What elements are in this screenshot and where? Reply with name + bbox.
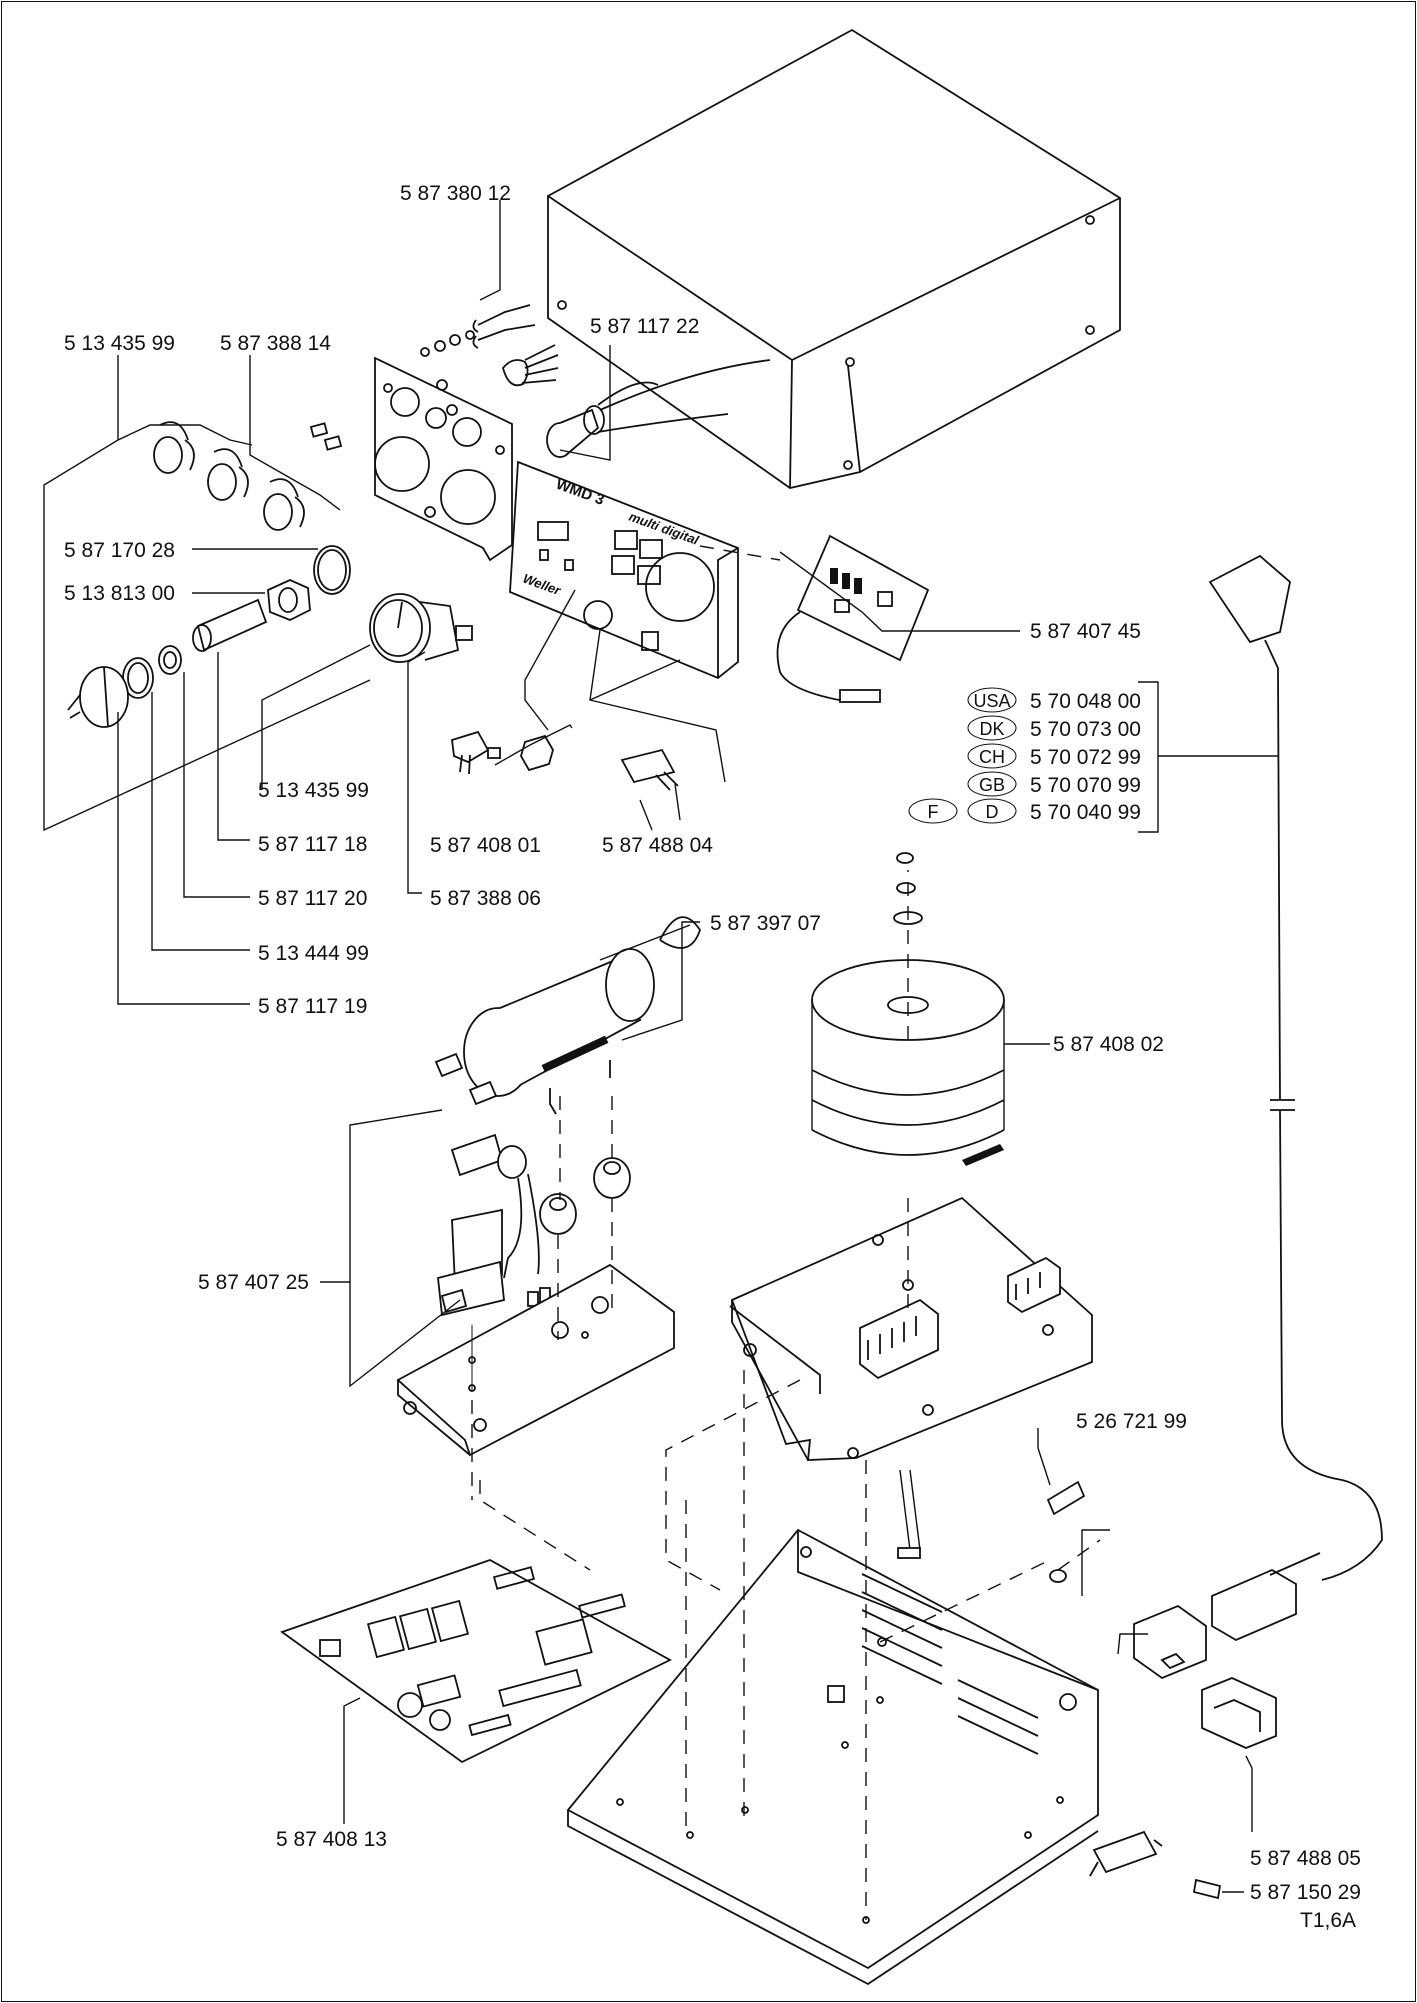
label-5-87-170-28: 5 87 170 28 bbox=[64, 539, 175, 562]
connector-plugs bbox=[472, 304, 559, 387]
adjuster-stack bbox=[67, 545, 351, 728]
front-panel: WMD 3 multi digital Weller bbox=[509, 460, 739, 680]
bezel-screws bbox=[309, 330, 475, 451]
base-chassis bbox=[566, 1528, 1099, 1986]
cord-row-usa: USA 5 70 048 00 bbox=[967, 687, 1141, 713]
label-5-13-444-99: 5 13 444 99 bbox=[258, 942, 369, 965]
label-5-87-408-02: 5 87 408 02 bbox=[1053, 1033, 1164, 1056]
terminal-block-large bbox=[859, 1298, 939, 1380]
assembly-guides bbox=[471, 545, 1101, 1920]
label-5-26-721-99: 5 26 721 99 bbox=[1076, 1410, 1187, 1433]
label-5-87-150-29: 5 87 150 29 bbox=[1250, 1881, 1361, 1904]
fuse bbox=[1192, 1878, 1222, 1900]
housing-cover bbox=[547, 28, 1121, 489]
cord-bracket bbox=[1138, 681, 1159, 833]
cord-variants: USA 5 70 048 00 DK 5 70 073 00 CH 5 70 0… bbox=[908, 687, 1141, 824]
front-bezel bbox=[374, 356, 513, 562]
cord-code-d: D bbox=[986, 802, 999, 822]
cord-row-gb: GB 5 70 070 99 bbox=[967, 771, 1141, 797]
label-5-87-117-19: 5 87 117 19 bbox=[258, 995, 367, 1018]
cord-row-dk: DK 5 70 073 00 bbox=[967, 715, 1141, 741]
label-5-87-407-45: 5 87 407 45 bbox=[1030, 620, 1141, 643]
label-5-13-435-99-top: 5 13 435 99 bbox=[64, 332, 175, 355]
power-cord bbox=[1208, 554, 1383, 1642]
pump-bracket bbox=[396, 1263, 675, 1457]
pressure-gauge bbox=[369, 593, 473, 663]
label-5-87-408-01: 5 87 408 01 bbox=[430, 834, 541, 857]
label-5-87-488-04: 5 87 488 04 bbox=[602, 834, 713, 857]
solenoid-valve bbox=[437, 1133, 551, 1317]
cord-number-f-d: 5 70 040 99 bbox=[1030, 801, 1141, 824]
cord-number-dk: 5 70 073 00 bbox=[1030, 718, 1141, 741]
rocker-switch bbox=[620, 748, 679, 791]
pipe-fitting bbox=[546, 359, 771, 458]
label-5-87-117-22: 5 87 117 22 bbox=[590, 315, 699, 338]
bushings bbox=[153, 421, 305, 531]
label-5-87-388-06: 5 87 388 06 bbox=[430, 887, 541, 910]
label-5-87-407-25: 5 87 407 25 bbox=[198, 1271, 309, 1294]
label-5-13-435-99-bottom: 5 13 435 99 bbox=[258, 779, 369, 802]
long-bolt bbox=[897, 1469, 921, 1559]
label-5-13-813-00: 5 13 813 00 bbox=[64, 582, 175, 605]
cord-code-usa: USA bbox=[973, 691, 1010, 711]
potentiometer bbox=[451, 730, 554, 775]
cord-code-f: F bbox=[928, 802, 939, 822]
leader-lines bbox=[43, 200, 1253, 1893]
label-5-87-380-12: 5 87 380 12 bbox=[400, 182, 511, 205]
pump-assembly bbox=[434, 916, 701, 1115]
strain-relief bbox=[1046, 1480, 1086, 1583]
cord-code-dk: DK bbox=[979, 719, 1004, 739]
cord-number-gb: 5 70 070 99 bbox=[1030, 774, 1141, 797]
label-5-87-397-07: 5 87 397 07 bbox=[710, 912, 821, 935]
cord-code-gb: GB bbox=[979, 775, 1005, 795]
cord-row-ch: CH 5 70 072 99 bbox=[967, 743, 1141, 769]
label-5-87-388-14: 5 87 388 14 bbox=[220, 332, 331, 355]
bottom-switch bbox=[1089, 1830, 1163, 1877]
label-5-87-488-05: 5 87 488 05 bbox=[1250, 1847, 1361, 1870]
cord-row-f-d: F D 5 70 040 99 bbox=[908, 798, 1141, 824]
rubber-feet bbox=[539, 1157, 631, 1235]
label-5-87-408-13: 5 87 408 13 bbox=[276, 1828, 387, 1851]
display-pcb bbox=[776, 534, 930, 703]
base-component bbox=[827, 1637, 887, 1703]
label-5-87-117-18: 5 87 117 18 bbox=[258, 833, 367, 856]
cord-number-usa: 5 70 048 00 bbox=[1030, 690, 1141, 713]
cord-code-ch: CH bbox=[979, 747, 1005, 767]
cord-number-ch: 5 70 072 99 bbox=[1030, 746, 1141, 769]
terminal-block-small bbox=[1007, 1256, 1061, 1314]
label-5-87-117-20: 5 87 117 20 bbox=[258, 887, 367, 910]
mains-inlet bbox=[1133, 1604, 1277, 1749]
main-pcb bbox=[280, 1559, 672, 1764]
part-labels: 5 87 380 12 5 13 435 99 5 87 388 14 5 87… bbox=[64, 182, 1361, 1932]
label-fuse-rating: T1,6A bbox=[1300, 1909, 1356, 1932]
